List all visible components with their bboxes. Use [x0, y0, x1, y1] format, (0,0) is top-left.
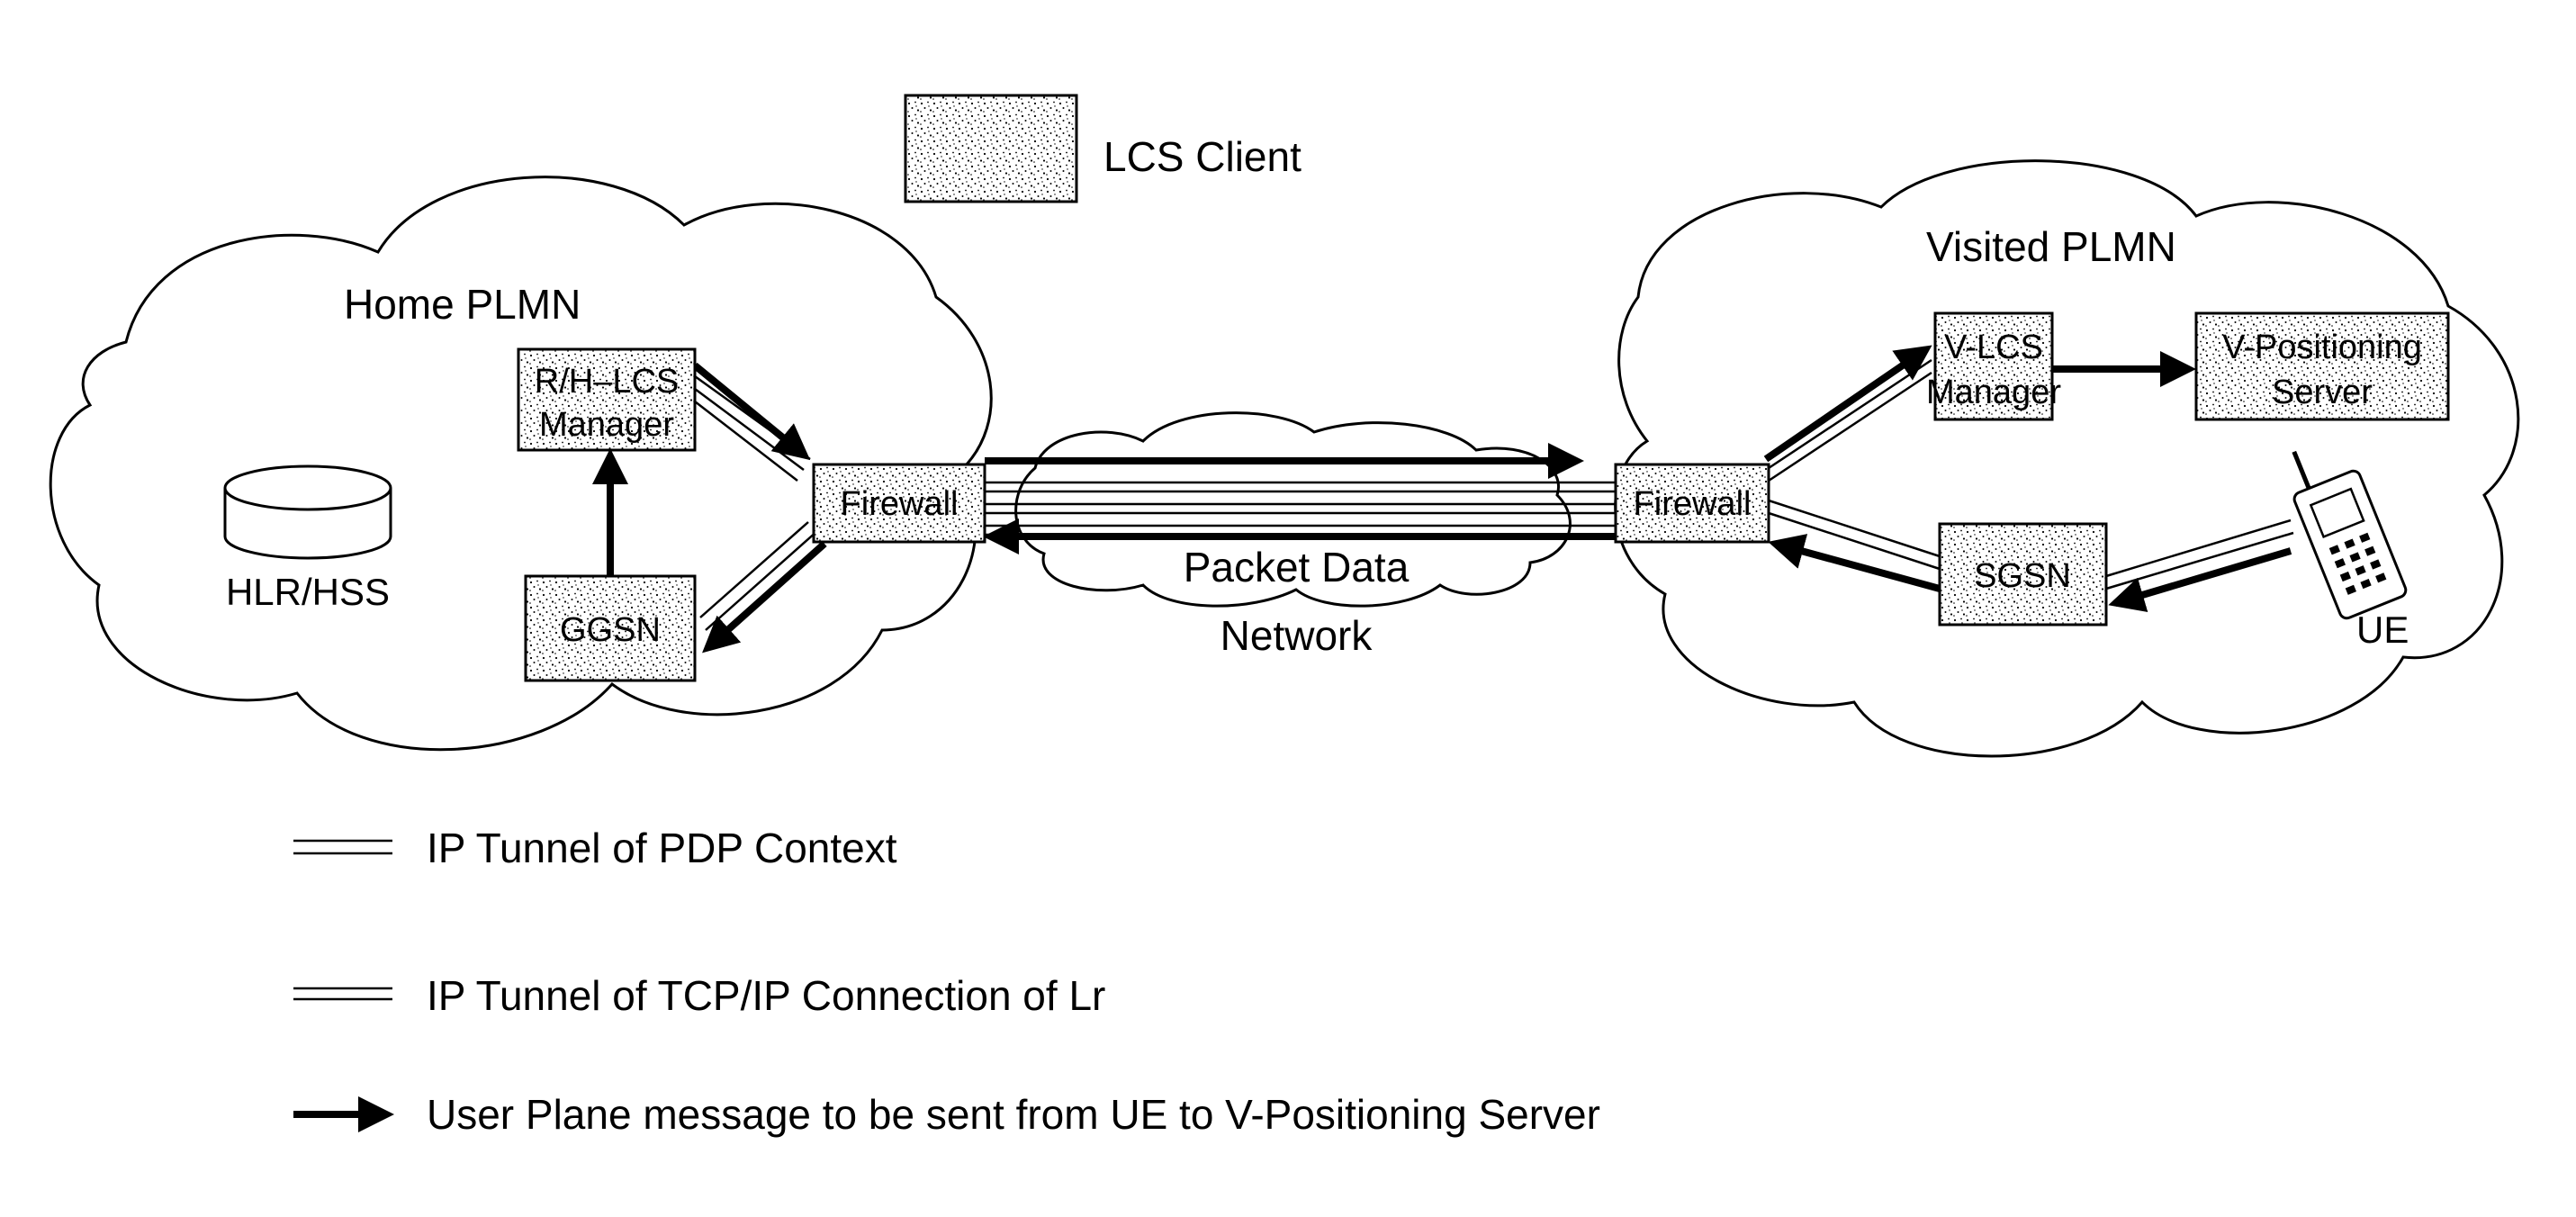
- sgsn-label: SGSN: [1974, 557, 2071, 595]
- v-positioning-server: V-Positioning Server: [2194, 311, 2450, 421]
- rh-lcs-line1: R/H–LCS: [535, 363, 680, 401]
- home-firewall-box: [812, 463, 986, 544]
- visited-firewall: Firewall: [1614, 463, 1770, 544]
- ggsn-label: GGSN: [560, 611, 661, 649]
- v-lcs-line1: V-LCS: [1944, 329, 2043, 366]
- network-label-line1: Packet Data: [1184, 544, 1410, 590]
- mobile-phone-icon: [2292, 450, 2408, 620]
- v-positioning-server-box: [2194, 311, 2450, 421]
- lcs-client-box: [904, 94, 1078, 203]
- rh-lcs-manager: R/H–LCS Manager: [517, 347, 697, 452]
- arrow-rhlcs-to-firewall: [692, 362, 811, 461]
- visited-plmn-title: Visited PLMN: [1926, 223, 2176, 270]
- v-lcs-manager: V-LCS Manager: [1926, 311, 2061, 421]
- v-lcs-line2: Manager: [1926, 374, 2061, 411]
- legend: IP Tunnel of PDP Context IP Tunnel of TC…: [293, 825, 1600, 1138]
- rh-lcs-manager-box: [517, 347, 697, 452]
- hlr-hss-database: HLR/HSS: [223, 464, 392, 613]
- arrow-firewall-to-vlcs: [1763, 345, 1932, 463]
- hlr-hss-label: HLR/HSS: [226, 571, 390, 613]
- lcs-client-label: LCS Client: [1103, 133, 1302, 180]
- visited-plmn-cloud: [1614, 159, 2520, 758]
- home-firewall-label: Firewall: [841, 485, 959, 523]
- database-top: [223, 464, 392, 511]
- home-firewall: Firewall: [812, 463, 986, 544]
- legend-label-user-plane: User Plane message to be sent from UE to…: [427, 1091, 1600, 1138]
- visited-firewall-box: [1614, 463, 1770, 544]
- network-label-line2: Network: [1220, 612, 1374, 659]
- ue-handset: UE: [2292, 450, 2409, 651]
- sgsn: SGSN: [1938, 522, 2108, 627]
- arrow-ue-to-sgsn: [2108, 547, 2292, 613]
- visited-firewall-label: Firewall: [1634, 485, 1752, 523]
- legend-item-user-plane: User Plane message to be sent from UE to…: [293, 1091, 1600, 1138]
- arrow-firewall-to-ggsn: [702, 541, 827, 654]
- lcs-client: LCS Client: [904, 94, 1302, 203]
- legend-item-pdp-tunnel: IP Tunnel of PDP Context: [293, 825, 897, 871]
- v-lcs-manager-box: [1933, 311, 2054, 421]
- ue-label: UE: [2356, 608, 2409, 651]
- arrow-sgsn-to-firewall: [1768, 534, 1941, 592]
- legend-label-pdp-tunnel: IP Tunnel of PDP Context: [427, 825, 897, 871]
- v-pos-line2: Server: [2272, 374, 2373, 411]
- legend-label-lr-tunnel: IP Tunnel of TCP/IP Connection of Lr: [427, 972, 1105, 1019]
- ggsn: GGSN: [524, 574, 697, 682]
- rh-lcs-line2: Manager: [539, 406, 674, 444]
- user-plane-arrows: [592, 345, 2292, 654]
- sgsn-box: [1938, 522, 2108, 627]
- home-plmn-title: Home PLMN: [344, 281, 581, 328]
- legend-item-lr-tunnel: IP Tunnel of TCP/IP Connection of Lr: [293, 972, 1105, 1019]
- v-pos-line1: V-Positioning: [2222, 329, 2422, 366]
- ggsn-box: [524, 574, 697, 682]
